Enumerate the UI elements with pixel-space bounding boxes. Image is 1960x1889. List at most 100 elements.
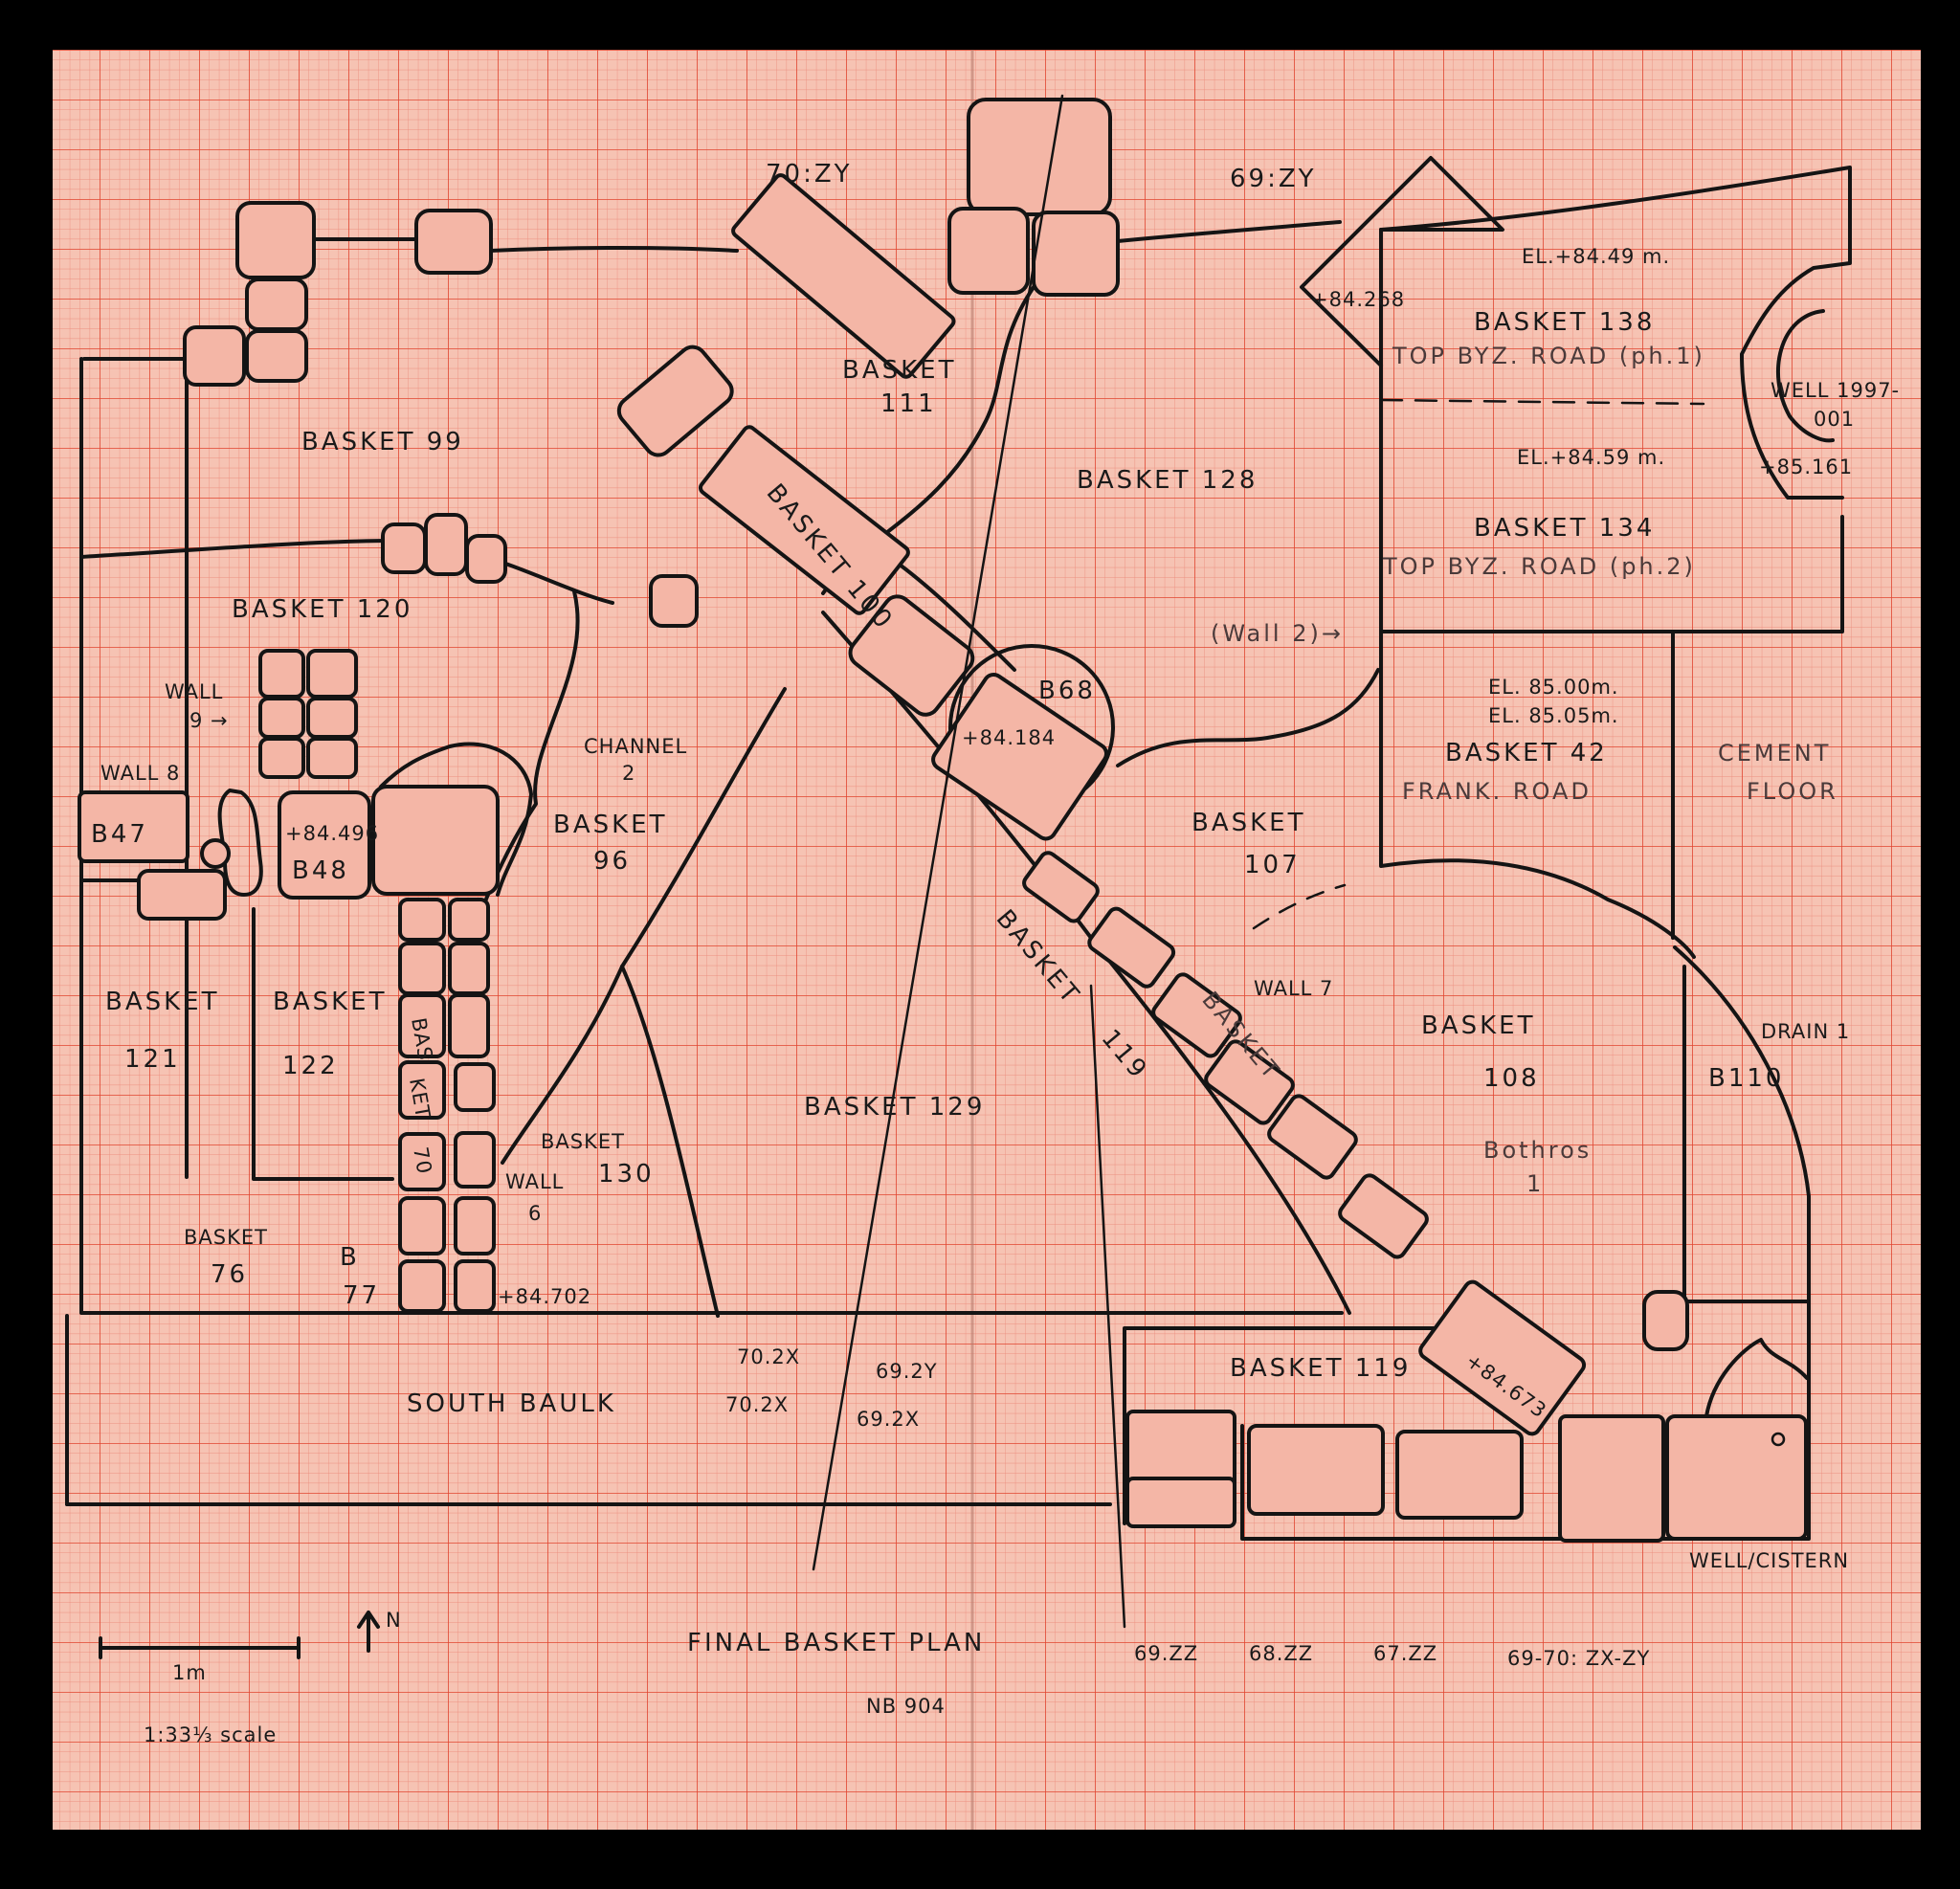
north-boundary [309, 220, 1342, 253]
stone [947, 207, 1030, 295]
grid-label: 70.2X [725, 1393, 789, 1416]
b138-outline [1379, 166, 1852, 500]
basket-label: 76 [211, 1260, 248, 1289]
elevation-point: +84.702 [498, 1285, 591, 1308]
stone [245, 278, 308, 331]
elevation-label: EL.+84.59 m. [1517, 446, 1665, 469]
wall-near-b96 [379, 742, 533, 897]
basket-label: BASKET [273, 988, 388, 1016]
basket-label: B110 [1708, 1064, 1784, 1093]
title-square: 69.ZZ [1134, 1642, 1198, 1665]
stone [465, 534, 507, 584]
stone [1032, 211, 1120, 297]
grid-label: 70.2X [737, 1345, 800, 1368]
stone [1125, 1477, 1236, 1528]
stone [698, 425, 910, 615]
stone [454, 1131, 496, 1189]
basket-label: BASKET [842, 356, 957, 385]
elevation-point: +85.161 [1759, 456, 1853, 478]
basket-label: 107 [1244, 851, 1301, 879]
labels: 70:ZY 69:ZY BASKET 99 BASKET 111 BASKET … [91, 160, 1900, 1746]
basket-label: BASKET 134 [1474, 514, 1655, 543]
stone [848, 594, 975, 717]
stone [200, 838, 231, 869]
channel-label: 2 [622, 762, 635, 785]
title-square: 69-70: ZX-ZY [1507, 1647, 1650, 1670]
grid-label: 69:ZY [1230, 165, 1317, 193]
basket-label: BASKET 119 [1230, 1354, 1411, 1383]
basket-label: 121 [124, 1045, 181, 1074]
floor-label: FLOOR [1747, 778, 1838, 805]
line-b96-east [501, 687, 787, 1165]
basket-label: BASKET 99 [301, 428, 464, 456]
wall-label: (Wall 2)→ [1211, 620, 1344, 647]
notebook-number: NB 904 [866, 1695, 946, 1718]
basket-label: B68 [1038, 677, 1096, 705]
stone [448, 942, 490, 995]
basket-label: BASKET [105, 988, 220, 1016]
basket-label: 108 [1483, 1064, 1540, 1093]
elevation-label: EL.+84.49 m. [1522, 245, 1670, 268]
line-b130-east [620, 965, 720, 1318]
elevation-point: +84.184 [962, 726, 1056, 749]
basket-label: BASKET 120 [232, 595, 412, 624]
elevation-label: EL. 85.00m. [1488, 676, 1619, 699]
stone [398, 942, 446, 995]
stone [306, 737, 358, 779]
cistern-label: WELL/CISTERN [1689, 1549, 1849, 1572]
well-label: 001 [1814, 408, 1855, 431]
line-b128-b107 [1116, 668, 1380, 767]
stone [137, 869, 227, 921]
title-square: 68.ZZ [1249, 1642, 1313, 1665]
basket-label: 96 [593, 847, 631, 876]
well-1997-outline [1775, 309, 1835, 443]
basket-label: BASKET [184, 1226, 268, 1249]
well-label: WELL 1997- [1771, 379, 1900, 402]
basket-label: B47 [91, 820, 148, 849]
stone [448, 898, 490, 942]
diamond-stone [1300, 156, 1504, 367]
stone [1665, 1414, 1808, 1541]
stone [78, 790, 189, 863]
basket-label: B [340, 1243, 360, 1272]
pencil-line [812, 94, 1064, 1571]
basket-label: 111 [880, 389, 937, 418]
basket-label: BASKET 138 [1474, 308, 1655, 337]
stone [414, 209, 493, 275]
elevation-label: EL. 85.05m. [1488, 704, 1619, 727]
line-b100-b68 [898, 563, 1016, 672]
stone [398, 898, 446, 942]
basket-label: BASKET [553, 811, 668, 839]
title-square: 67.ZZ [1373, 1642, 1437, 1665]
wall-label: WALL [505, 1170, 564, 1193]
stone [235, 201, 316, 279]
stone [454, 1196, 496, 1256]
cistern-top [1704, 1338, 1809, 1418]
north-label: N [386, 1609, 402, 1632]
stone [398, 993, 446, 1058]
basket-label: 77 [343, 1281, 380, 1310]
stone [1642, 1290, 1689, 1351]
stone [1558, 1414, 1665, 1543]
stone [258, 697, 305, 739]
elevation-point: +84.496 [285, 822, 379, 845]
road-label: TOP BYZ. ROAD (ph.2) [1382, 553, 1696, 580]
basket-label: BASKET [541, 1130, 625, 1153]
wall-label: WALL 8 [100, 762, 180, 785]
stone [1022, 851, 1100, 923]
wall-label: 6 [528, 1202, 542, 1225]
stone [616, 344, 734, 457]
stone [967, 98, 1112, 216]
stone [398, 1259, 446, 1313]
stone [454, 1062, 496, 1112]
stone [371, 785, 500, 896]
scale-ratio: 1:33⅓ scale [144, 1723, 277, 1746]
stone [306, 649, 358, 699]
stone [1087, 906, 1176, 989]
road-label: FRANK. ROAD [1402, 778, 1592, 805]
stone [454, 1259, 496, 1313]
stone [1267, 1094, 1358, 1180]
stone [258, 649, 305, 699]
basket-122-box [252, 907, 394, 1181]
